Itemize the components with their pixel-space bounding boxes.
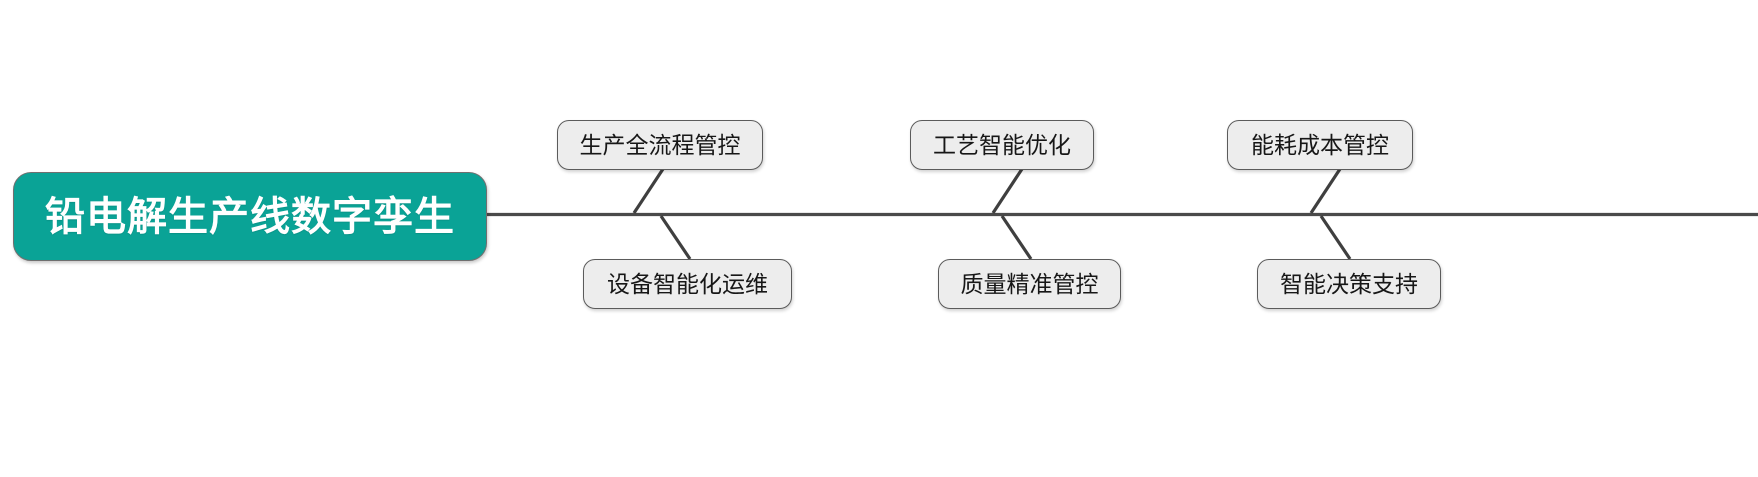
connector-line-bottom-2: [1000, 215, 1033, 260]
branch-node-equipment-intelligent-maintenance[interactable]: 设备智能化运维: [583, 259, 792, 309]
branch-node-energy-cost-control[interactable]: 能耗成本管控: [1227, 120, 1413, 170]
branch-node-production-process-control[interactable]: 生产全流程管控: [557, 120, 763, 170]
branch-node-label: 生产全流程管控: [579, 131, 741, 158]
connector-line-bottom-1: [659, 215, 692, 260]
connector-line-top-3: [1309, 168, 1342, 214]
branch-node-label: 质量精准管控: [960, 270, 1099, 297]
connector-line-bottom-3: [1319, 215, 1352, 260]
branch-node-process-intelligent-optimization[interactable]: 工艺智能优化: [910, 120, 1094, 170]
branch-node-label: 智能决策支持: [1280, 270, 1418, 297]
branch-node-label: 工艺智能优化: [933, 131, 1071, 158]
connector-line-top-2: [991, 168, 1024, 214]
root-node-digital-twin[interactable]: 铅电解生产线数字孪生: [13, 172, 487, 261]
branch-node-label: 设备智能化运维: [607, 270, 768, 297]
root-node-label: 铅电解生产线数字孪生: [45, 194, 455, 239]
connector-line-top-1: [632, 168, 665, 214]
branch-node-label: 能耗成本管控: [1251, 131, 1389, 158]
branch-node-intelligent-decision-support[interactable]: 智能决策支持: [1257, 259, 1441, 309]
branch-node-quality-precision-control[interactable]: 质量精准管控: [938, 259, 1121, 309]
